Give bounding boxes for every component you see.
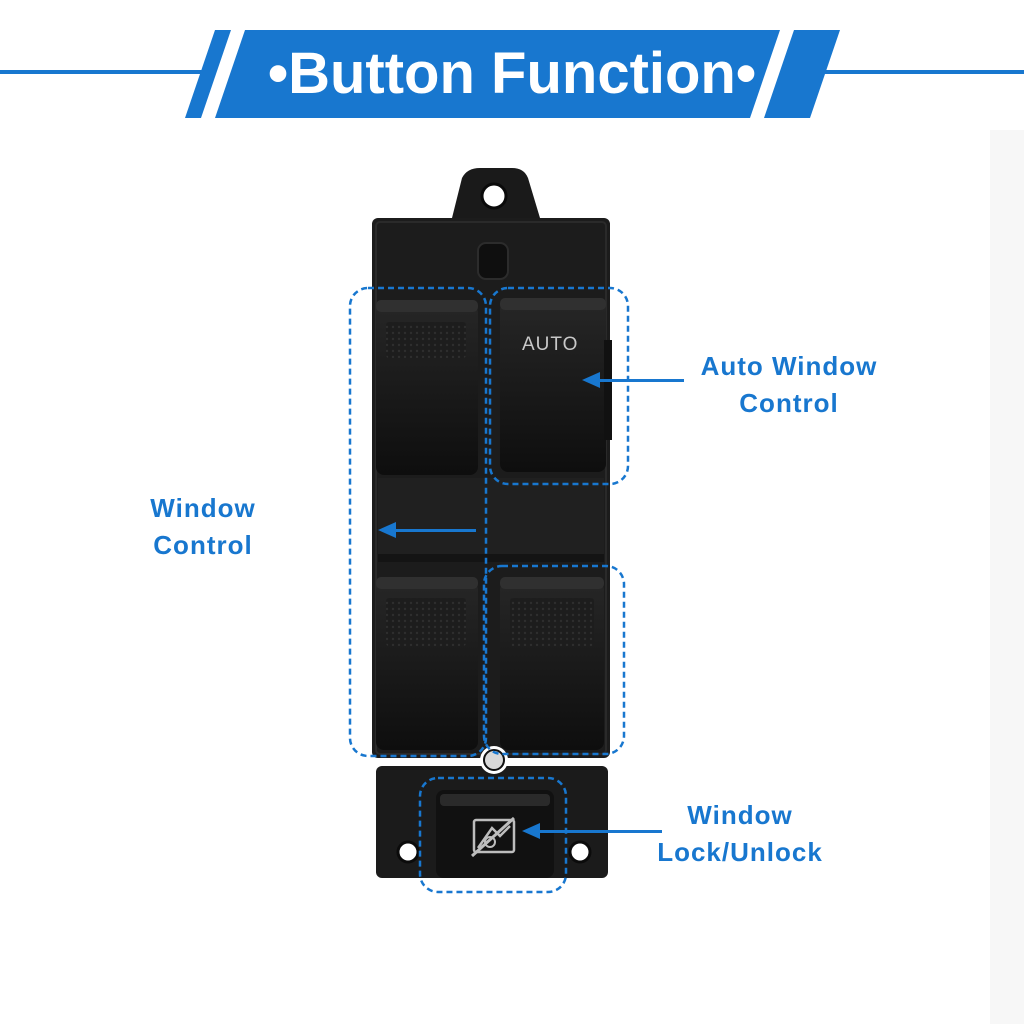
window-lock-icon [470, 816, 516, 858]
body-vent [477, 242, 509, 280]
callout-window-lock: Window Lock/Unlock [657, 800, 823, 867]
top-mount-tab [452, 168, 540, 218]
header-line-left [0, 70, 210, 74]
middle-panel [378, 478, 604, 556]
callout-auto-window-control: Auto Window Control [700, 351, 878, 418]
window-button-rear-right[interactable] [500, 577, 604, 750]
callout-outlines [348, 286, 630, 894]
auto-label: AUTO [522, 334, 579, 355]
window-button-front-left[interactable] [376, 300, 478, 475]
arrow-left-icon [522, 823, 662, 839]
page-title: •Button Function• [267, 41, 757, 106]
header-line-right [815, 70, 1024, 74]
window-button-rear-left[interactable] [376, 577, 478, 750]
header-banner [185, 30, 840, 118]
arrow-left-icon [582, 372, 684, 388]
arrow-left-icon [378, 522, 476, 538]
auto-window-button[interactable] [500, 298, 612, 472]
callout-window-control: Window Control [150, 493, 256, 560]
background-panel [990, 130, 1024, 1024]
